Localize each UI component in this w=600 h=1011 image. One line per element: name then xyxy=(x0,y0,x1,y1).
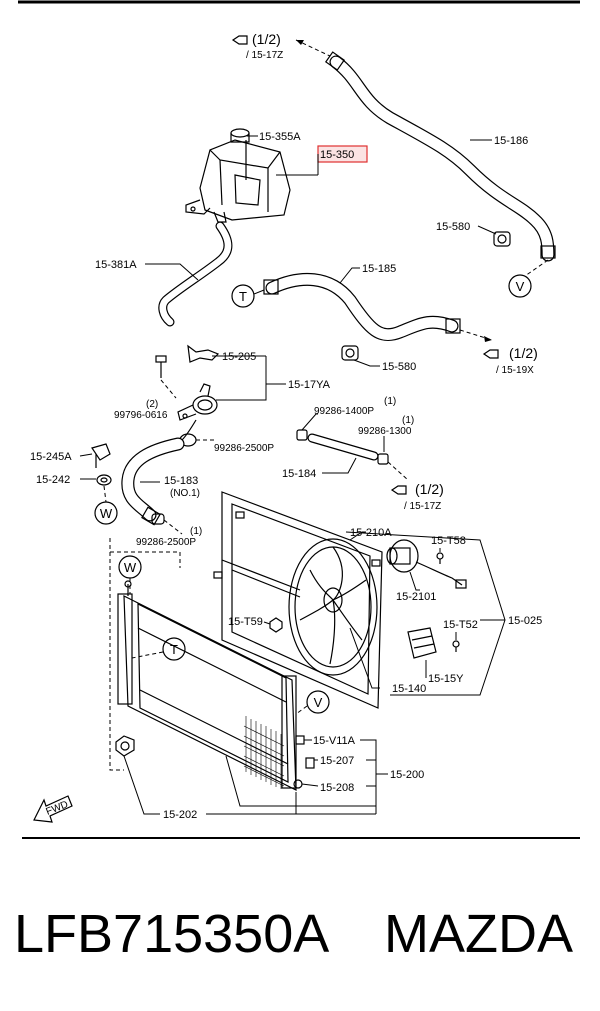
label-2500-qty: (1) xyxy=(190,526,202,537)
ref-arrow-15-17z-bottom: (1/2) / 15-17Z xyxy=(387,461,444,512)
radiator-15-200 xyxy=(117,580,297,791)
nut-15-t59 xyxy=(269,617,283,633)
mount-15-202 xyxy=(115,735,135,757)
screw-15-t58 xyxy=(436,552,444,564)
connector-w-letter: W xyxy=(100,506,113,521)
label-15-580-lower: 15-580 xyxy=(382,361,416,373)
connector-w2-letter: W xyxy=(124,560,137,575)
gasket-15-205 xyxy=(187,344,220,363)
radiator-core-mesh xyxy=(243,716,285,789)
label-15-580-upper: 15-580 xyxy=(436,221,470,233)
bracket-15-245a xyxy=(91,443,111,468)
fan-motor-15-2101 xyxy=(386,539,467,589)
label-15-2101: 15-2101 xyxy=(396,591,436,603)
label-99286-2500-b: 99286-2500P xyxy=(136,537,196,548)
label-99796: 99796-0616 xyxy=(114,410,168,421)
label-15-381a: 15-381A xyxy=(95,259,137,271)
clamp-99286-1300 xyxy=(377,453,389,465)
label-15-350: 15-350 xyxy=(320,149,354,161)
connector-v-letter: V xyxy=(516,279,525,294)
clamp-99286-1400p xyxy=(296,429,308,441)
connector-t-icon xyxy=(231,284,255,308)
label-15-140: 15-140 xyxy=(392,683,426,695)
clamp-99286-2500p-b xyxy=(151,513,183,535)
label-15-202: 15-202 xyxy=(163,809,197,821)
label-15-208: 15-208 xyxy=(320,782,354,794)
label-99286-1400: 99286-1400P xyxy=(314,406,374,417)
label-1400-qty: (1) xyxy=(384,396,396,407)
hose-15-184 xyxy=(307,433,379,461)
connector-v-icon xyxy=(508,274,532,298)
label-99286-2500-a: 99286-2500P xyxy=(214,443,274,454)
label-15-184: 15-184 xyxy=(282,468,316,480)
label-15-186: 15-186 xyxy=(494,135,528,147)
hose-15-185 xyxy=(263,272,461,342)
ref-label-bottom: (1/2) xyxy=(415,481,444,497)
fwd-label: FWD xyxy=(45,799,70,818)
label-15-t58: 15-T58 xyxy=(431,535,466,547)
resistor-15-15y xyxy=(407,627,437,659)
hose-15-186 xyxy=(324,51,556,262)
connector-t2-icon xyxy=(162,637,186,661)
label-15-t59: 15-T59 xyxy=(228,616,263,628)
clip-15-580-upper xyxy=(493,231,511,247)
grommet-15-242 xyxy=(96,474,112,486)
label-15-v11a: 15-V11A xyxy=(313,735,356,747)
label-15-185: 15-185 xyxy=(362,263,396,275)
label-2-qty: (2) xyxy=(146,399,158,410)
label-no1: (NO.1) xyxy=(170,488,200,499)
label-15-205: 15-205 xyxy=(222,351,256,363)
ref-label-bottom-sub: / 15-17Z xyxy=(404,501,441,512)
fwd-arrow-icon: FWD xyxy=(33,795,73,823)
label-15-355a: 15-355A xyxy=(259,131,301,143)
label-15-245a: 15-245A xyxy=(30,451,72,463)
ref-arrow-15-17z-top: (1/2) / 15-17Z xyxy=(231,31,331,61)
hose-15-381a xyxy=(158,221,233,327)
hose-15-183 xyxy=(121,437,185,526)
label-99286-1300: 99286-1300 xyxy=(358,426,412,437)
connector-t2-letter: T xyxy=(170,642,178,657)
ref-label-19x: (1/2) xyxy=(509,345,538,361)
label-15-t52: 15-T52 xyxy=(443,619,478,631)
clip-15-580-lower xyxy=(341,345,359,361)
label-15-15y: 15-15Y xyxy=(428,673,464,685)
connector-v2-icon xyxy=(306,690,330,714)
ref-label-top-sub: / 15-17Z xyxy=(246,50,283,61)
label-15-200: 15-200 xyxy=(390,769,424,781)
label-1300-qty: (1) xyxy=(402,415,414,426)
fan-shroud-15-025 xyxy=(213,491,383,709)
screw-15-t52 xyxy=(452,640,460,652)
thermostat-housing-15-17ya xyxy=(177,383,218,441)
ref-label-19x-sub: / 15-19X xyxy=(496,365,534,376)
footer-brand: MAZDA xyxy=(384,904,573,964)
label-15-242: 15-242 xyxy=(36,474,70,486)
label-15-17ya: 15-17YA xyxy=(288,379,331,391)
connector-t-letter: T xyxy=(239,289,247,304)
connector-v2-letter: V xyxy=(314,695,323,710)
label-15-183: 15-183 xyxy=(164,475,198,487)
label-15-207: 15-207 xyxy=(320,755,354,767)
drain-plug-parts xyxy=(293,735,315,789)
ref-arrow-15-19x: (1/2) / 15-19X xyxy=(459,329,538,376)
bolt-99796-0616 xyxy=(155,355,177,399)
label-15-025: 15-025 xyxy=(508,615,542,627)
footer-part-number: LFB715350A xyxy=(14,904,329,964)
ref-label-top: (1/2) xyxy=(252,31,281,47)
reservoir-tank-15-350 xyxy=(185,128,291,223)
